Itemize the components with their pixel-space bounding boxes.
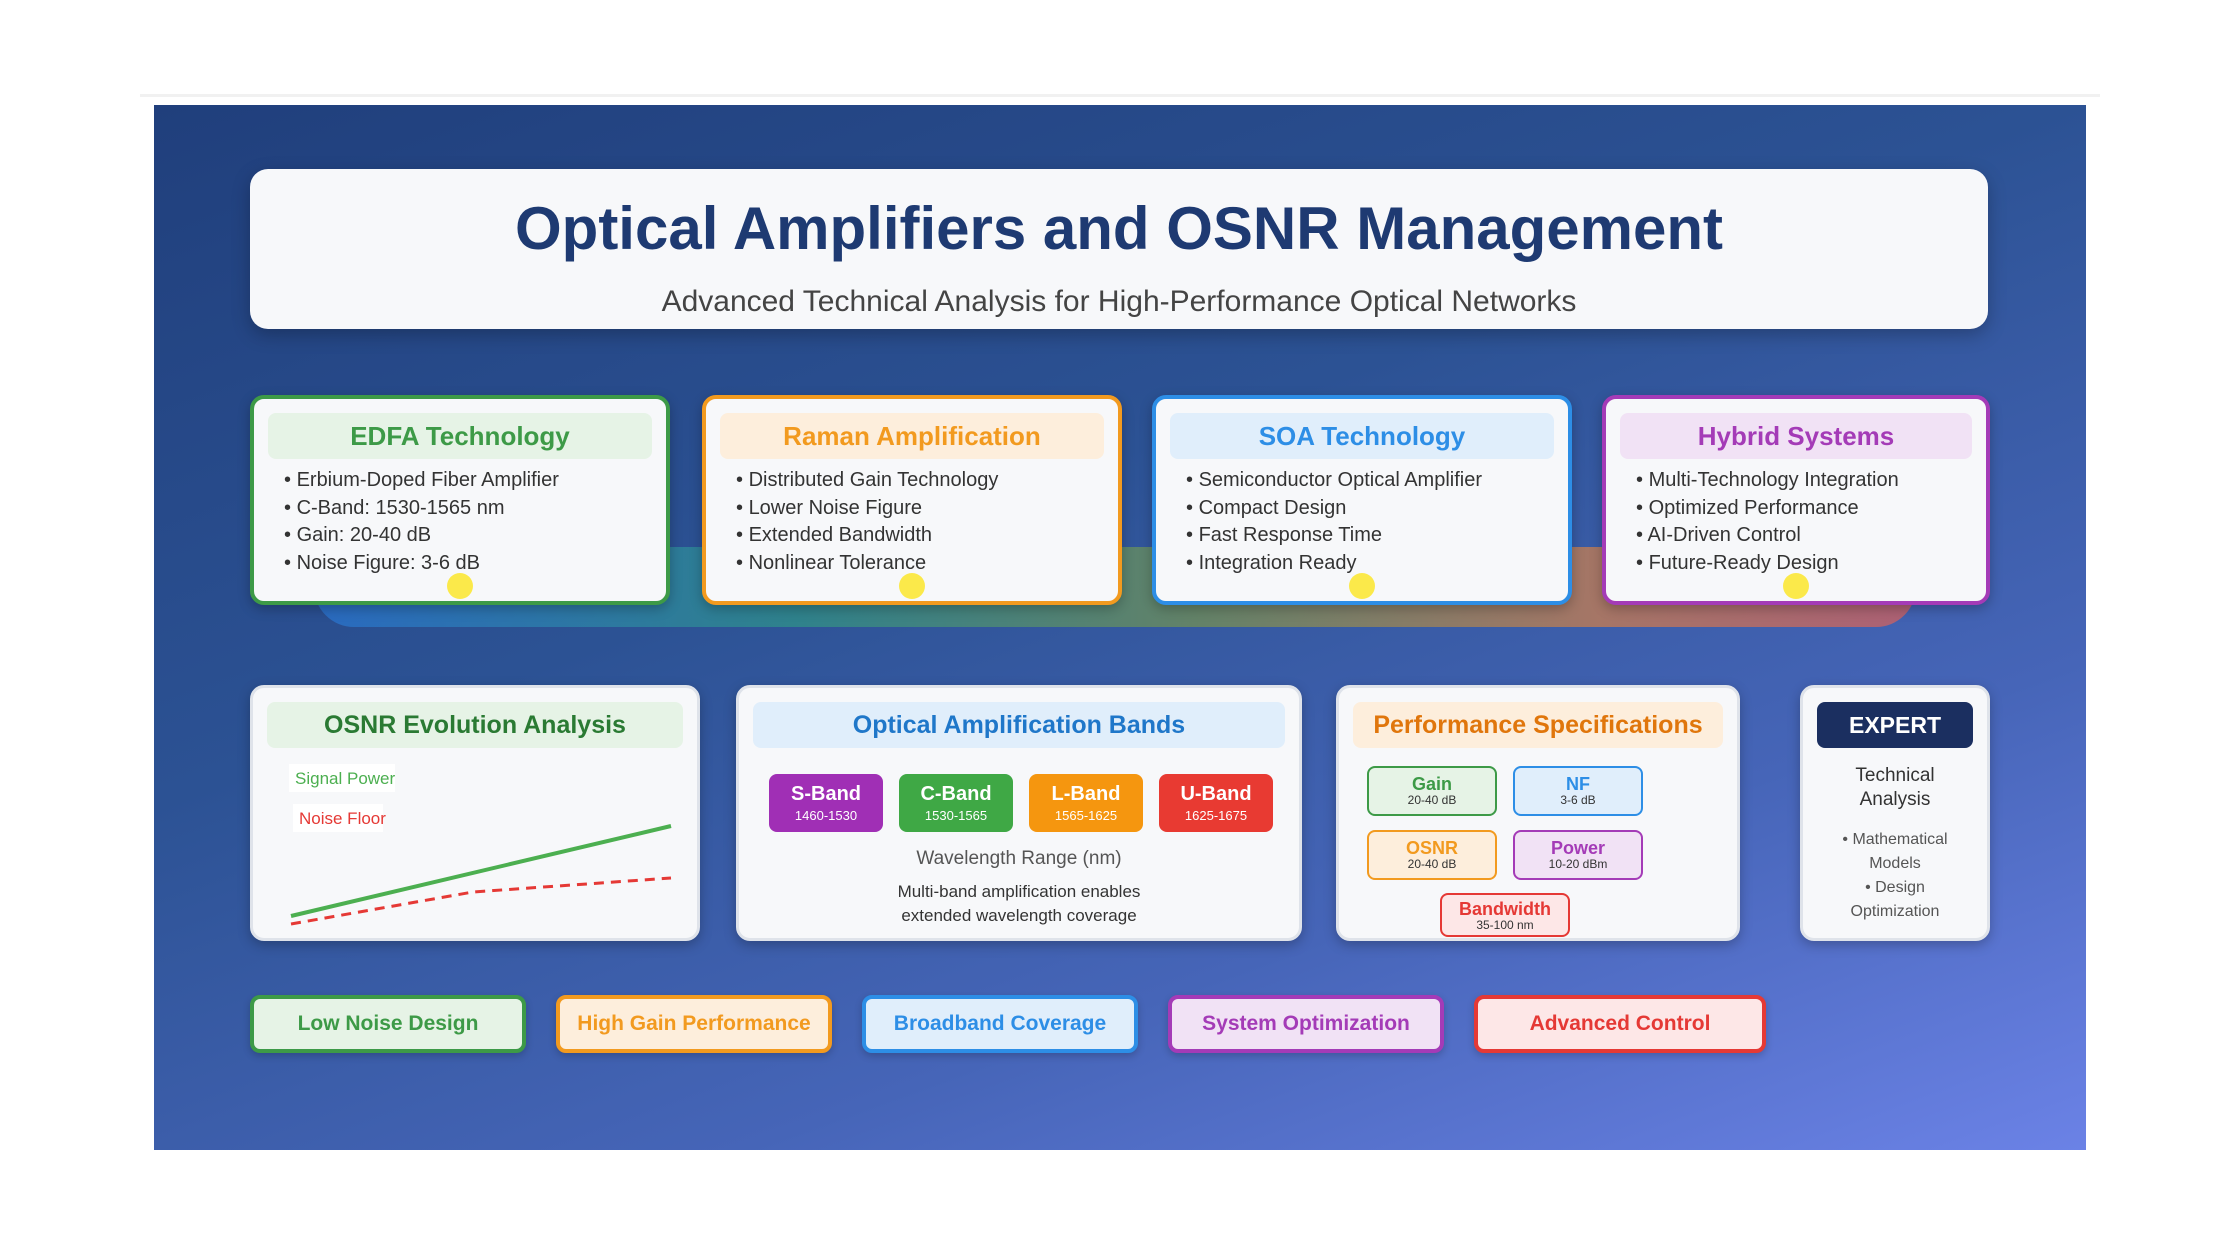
connector-dot: [1783, 573, 1809, 599]
spec-name: NF: [1566, 774, 1590, 794]
expert-bullet1-cont: Models: [1869, 855, 1921, 872]
osnr-spec: OSNR 20-40 dB: [1367, 830, 1497, 880]
l-band-block: L-Band 1565-1625: [1029, 774, 1143, 832]
card-item: Semiconductor Optical Amplifier: [1186, 467, 1568, 495]
expert-bullet2-cont: Optimization: [1850, 903, 1940, 920]
osnr-graph: Signal Power Noise Floor: [289, 764, 672, 926]
connector-dot: [447, 573, 473, 599]
pill-low-noise-design: Low Noise Design: [250, 995, 526, 1053]
pill-broadband-coverage: Broadband Coverage: [862, 995, 1138, 1053]
card-item: Fast Response Time: [1186, 522, 1568, 550]
card-item: Extended Bandwidth: [736, 522, 1118, 550]
specs-panel: Performance Specifications Gain 20-40 dB…: [1336, 685, 1740, 941]
spec-value: 3-6 dB: [1560, 793, 1596, 807]
gain-spec: Gain 20-40 dB: [1367, 766, 1497, 816]
card-item: AI-Driven Control: [1636, 522, 1986, 550]
spec-value: 35-100 nm: [1476, 918, 1534, 932]
top-divider: [140, 94, 2100, 97]
noise-label-bg: [293, 804, 383, 832]
card-item: Erbium-Doped Fiber Amplifier: [284, 467, 666, 495]
card-item: Compact Design: [1186, 495, 1568, 523]
card-item: Optimized Performance: [1636, 495, 1986, 523]
expert-badge: EXPERT: [1817, 702, 1973, 748]
pill-system-optimization: System Optimization: [1168, 995, 1444, 1053]
hybrid-card: Hybrid Systems Multi-Technology Integrat…: [1602, 395, 1990, 605]
nf-spec: NF 3-6 dB: [1513, 766, 1643, 816]
connector-dot: [899, 573, 925, 599]
edfa-card: EDFA Technology Erbium-Doped Fiber Ampli…: [250, 395, 670, 605]
expert-line1: Technical: [1855, 765, 1935, 786]
bandwidth-spec: Bandwidth 35-100 nm: [1440, 893, 1570, 937]
band-name: U-Band: [1180, 783, 1252, 805]
band-range: 1625-1675: [1184, 808, 1248, 823]
card-item: Multi-Technology Integration: [1636, 467, 1986, 495]
bands-note-line1: Multi-band amplification enables: [897, 882, 1141, 901]
specs-panel-title: Performance Specifications: [1353, 702, 1723, 748]
spec-value: 10-20 dBm: [1548, 857, 1608, 871]
card-title: Hybrid Systems: [1620, 413, 1972, 459]
expert-bullet2: • Design: [1865, 879, 1925, 896]
card-item: Distributed Gain Technology: [736, 467, 1118, 495]
expert-bullet1: • Mathematical: [1842, 831, 1948, 848]
spec-name: Gain: [1411, 774, 1452, 794]
expert-line2: Analysis: [1859, 789, 1931, 810]
osnr-panel: OSNR Evolution Analysis Signal Power Noi…: [250, 685, 700, 941]
c-band-block: C-Band 1530-1565: [899, 774, 1013, 832]
s-band-block: S-Band 1460-1530: [769, 774, 883, 832]
band-name: S-Band: [791, 783, 861, 805]
raman-card: Raman Amplification Distributed Gain Tec…: [702, 395, 1122, 605]
signal-label-bg: [289, 764, 395, 792]
signal-power-line: [290, 824, 672, 918]
bands-note-line2: extended wavelength coverage: [901, 906, 1137, 925]
bands-panel-title: Optical Amplification Bands: [753, 702, 1285, 748]
band-range: 1565-1625: [1054, 808, 1118, 823]
noise-floor-label: Noise Floor: [299, 809, 386, 828]
expert-panel: EXPERT Technical Analysis • Mathematical…: [1800, 685, 1990, 941]
spec-name: Bandwidth: [1459, 899, 1551, 919]
band-range: 1460-1530: [794, 808, 858, 823]
spec-name: OSNR: [1405, 838, 1458, 858]
bands-panel: Optical Amplification Bands S-Band 1460-…: [736, 685, 1302, 941]
card-item: Lower Noise Figure: [736, 495, 1118, 523]
card-item: C-Band: 1530-1565 nm: [284, 495, 666, 523]
band-name: L-Band: [1051, 783, 1121, 805]
band-range: 1530-1565: [924, 808, 988, 823]
spec-value: 20-40 dB: [1407, 857, 1457, 871]
spec-name: Power: [1550, 838, 1606, 858]
connector-dot: [1349, 573, 1375, 599]
page-subtitle: Advanced Technical Analysis for High-Per…: [661, 285, 1577, 318]
card-title: Raman Amplification: [720, 413, 1104, 459]
power-spec: Power 10-20 dBm: [1513, 830, 1643, 880]
signal-power-label: Signal Power: [295, 769, 396, 788]
card-title: EDFA Technology: [268, 413, 652, 459]
band-name: C-Band: [920, 783, 992, 805]
header-card: Optical Amplifiers and OSNR Management A…: [250, 169, 1988, 329]
osnr-panel-title: OSNR Evolution Analysis: [267, 702, 683, 748]
u-band-block: U-Band 1625-1675: [1159, 774, 1273, 832]
pill-high-gain-performance: High Gain Performance: [556, 995, 832, 1053]
card-item: Gain: 20-40 dB: [284, 522, 666, 550]
card-item: Integration Ready: [1186, 550, 1568, 578]
card-item: Nonlinear Tolerance: [736, 550, 1118, 578]
card-item: Future-Ready Design: [1636, 550, 1986, 578]
card-title: SOA Technology: [1170, 413, 1554, 459]
diagram-canvas: Optical Amplifiers and OSNR Management A…: [154, 105, 2086, 1150]
card-item: Noise Figure: 3-6 dB: [284, 550, 666, 578]
page-title: Optical Amplifiers and OSNR Management: [515, 195, 1723, 262]
wavelength-axis-label: Wavelength Range (nm): [916, 848, 1122, 869]
spec-value: 20-40 dB: [1407, 793, 1457, 807]
pill-advanced-control: Advanced Control: [1474, 995, 1766, 1053]
soa-card: SOA Technology Semiconductor Optical Amp…: [1152, 395, 1572, 605]
